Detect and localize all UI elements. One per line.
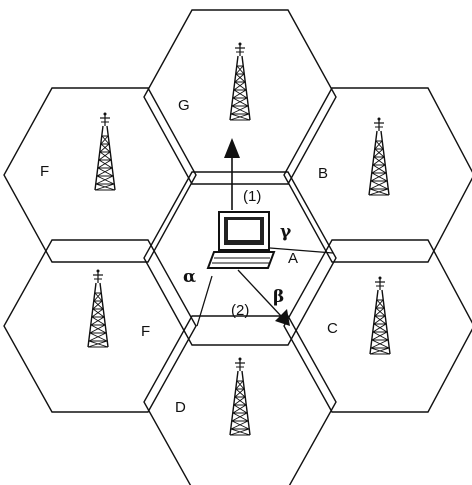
cell-g: [143, 9, 337, 185]
cell-label-d: D: [175, 399, 186, 416]
angle-gamma-label: γ: [280, 222, 292, 242]
cell-label-a: A: [288, 250, 298, 267]
cell-f-upper: [3, 87, 197, 263]
path-2-arrowhead: [275, 309, 290, 326]
angle-alpha-ray: [196, 275, 213, 327]
cell-tower-icon: [87, 268, 109, 348]
cell-label-c: C: [327, 320, 338, 337]
cell-label-f-lower: F: [141, 323, 150, 340]
cell-tower-icon: [229, 41, 251, 121]
angle-gamma-ray: [269, 247, 334, 254]
cell-label-g: G: [178, 97, 190, 114]
cell-a: [143, 171, 337, 346]
cell-f-lower: [3, 239, 197, 413]
angle-alpha-label: α: [183, 267, 196, 287]
cell-tower-icon: [229, 356, 251, 436]
angle-beta-label: β: [273, 287, 284, 307]
path-2-label: (2): [231, 302, 249, 319]
laptop-icon: [206, 211, 276, 269]
path-2-line: [237, 269, 282, 317]
cell-tower-icon: [368, 116, 390, 196]
cell-tower-icon: [94, 111, 116, 191]
cell-label-f-upper: F: [40, 163, 49, 180]
cell-tower-icon: [369, 275, 391, 355]
path-1-label: (1): [243, 188, 261, 205]
cell-b: [283, 87, 472, 263]
path-1-arrowhead: [224, 138, 240, 158]
cell-label-b: B: [318, 165, 328, 182]
cell-c: [283, 239, 472, 413]
